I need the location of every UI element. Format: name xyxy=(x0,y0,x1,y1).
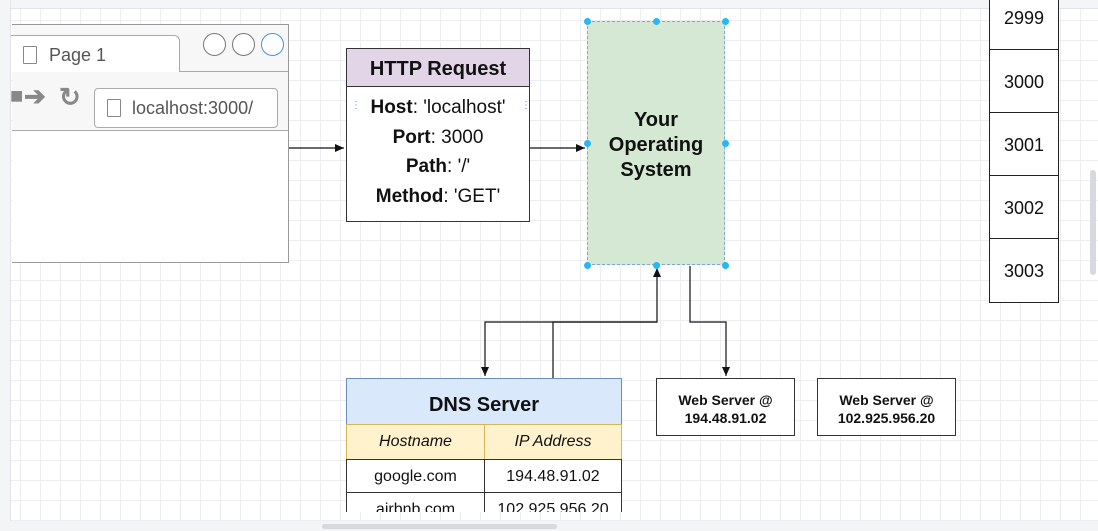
resize-handle[interactable] xyxy=(653,18,660,25)
window-circle-icon[interactable] xyxy=(232,33,255,56)
port-cell[interactable]: 3002 xyxy=(989,175,1059,240)
left-ruler xyxy=(0,0,11,531)
web-server-ip: 194.48.91.02 xyxy=(684,410,767,426)
http-field-host: Host: 'localhost' xyxy=(347,97,529,119)
resize-handle[interactable] xyxy=(722,262,729,269)
url-bar[interactable]: localhost:3000/ xyxy=(94,88,278,128)
edge-os-to-webserver xyxy=(689,266,730,376)
http-request-title: HTTP Request xyxy=(347,49,529,87)
http-field-path: Path: '/' xyxy=(347,156,529,178)
window-circle-icon[interactable] xyxy=(261,33,284,56)
field-key: Method xyxy=(375,186,444,207)
os-label-line: System xyxy=(620,159,692,181)
port-cell[interactable]: 2999 xyxy=(989,0,1059,50)
http-field-port: Port: 3000 xyxy=(347,127,529,149)
selection-handle-icon[interactable]: ⋮ xyxy=(351,100,361,111)
scrollbar-thumb[interactable] xyxy=(322,524,557,529)
resize-handle[interactable] xyxy=(584,140,591,147)
edge-dns-to-os xyxy=(552,268,661,378)
operating-system-box[interactable]: Your Operating System xyxy=(587,21,725,265)
port-cell[interactable]: 3000 xyxy=(989,49,1059,114)
resize-handle[interactable] xyxy=(722,18,729,25)
edge-os-to-dns xyxy=(481,321,657,376)
table-cell: 194.48.91.02 xyxy=(484,459,622,493)
column-header-ip: IP Address xyxy=(484,424,622,460)
page-icon xyxy=(23,46,37,64)
forward-arrow-icon[interactable]: ➔ xyxy=(24,81,46,111)
web-server-label: Web Server @ xyxy=(678,392,773,408)
http-field-method: Method: 'GET' xyxy=(347,186,529,208)
field-value: : 'GET' xyxy=(443,186,501,207)
port-cell[interactable]: 3001 xyxy=(989,112,1059,177)
resize-handle[interactable] xyxy=(653,262,660,269)
column-header-hostname: Hostname xyxy=(346,424,485,460)
browser-toolbar: ■ ➔ ↻ localhost:3000/ xyxy=(10,72,288,131)
web-server-box[interactable]: Web Server @ 194.48.91.02 xyxy=(656,378,795,436)
field-key: Path xyxy=(405,156,448,177)
table-cell: 102.925.956.20 xyxy=(484,492,622,512)
table-cell: airbnb.com xyxy=(346,492,485,512)
selection-handle-icon[interactable]: ⋮ xyxy=(521,100,531,111)
field-value: : 3000 xyxy=(430,127,484,148)
field-key: Port xyxy=(392,127,431,148)
reload-icon[interactable]: ↻ xyxy=(59,82,81,112)
dns-server-table[interactable]: DNS Server Hostname IP Address google.co… xyxy=(346,378,622,512)
os-label-line: Operating xyxy=(608,134,704,156)
web-server-ip: 102.925.956.20 xyxy=(837,410,936,426)
field-value: : 'localhost' xyxy=(412,97,506,118)
page-icon xyxy=(107,99,121,117)
browser-tab-bar: Page 1 xyxy=(11,25,288,72)
field-key: Host xyxy=(370,97,413,118)
os-label: Your Operating System xyxy=(588,108,724,183)
vertical-scrollbar[interactable] xyxy=(1090,170,1096,275)
web-server-box[interactable]: Web Server @ 102.925.956.20 xyxy=(817,378,956,436)
top-ruler xyxy=(0,0,1098,9)
back-arrow-icon[interactable]: ■ xyxy=(10,83,24,108)
table-cell: google.com xyxy=(346,459,485,493)
resize-handle[interactable] xyxy=(584,18,591,25)
http-request-box[interactable]: HTTP Request Host: 'localhost' Port: 300… xyxy=(346,48,531,222)
web-server-label: Web Server @ xyxy=(839,392,934,408)
field-value: : '/' xyxy=(447,156,471,177)
horizontal-scrollbar[interactable] xyxy=(0,521,1098,531)
os-label-line: Your xyxy=(633,109,679,131)
port-cell[interactable]: 3003 xyxy=(989,238,1059,303)
dns-server-title: DNS Server xyxy=(346,378,622,425)
url-text: localhost:3000/ xyxy=(132,98,254,118)
browser-window[interactable]: Page 1 ■ ➔ ↻ localhost:3000/ xyxy=(10,24,289,263)
browser-tab[interactable]: Page 1 xyxy=(11,35,180,72)
resize-handle[interactable] xyxy=(722,140,729,147)
window-circle-icon[interactable] xyxy=(203,33,226,56)
resize-handle[interactable] xyxy=(584,262,591,269)
browser-tab-title: Page 1 xyxy=(49,45,107,65)
